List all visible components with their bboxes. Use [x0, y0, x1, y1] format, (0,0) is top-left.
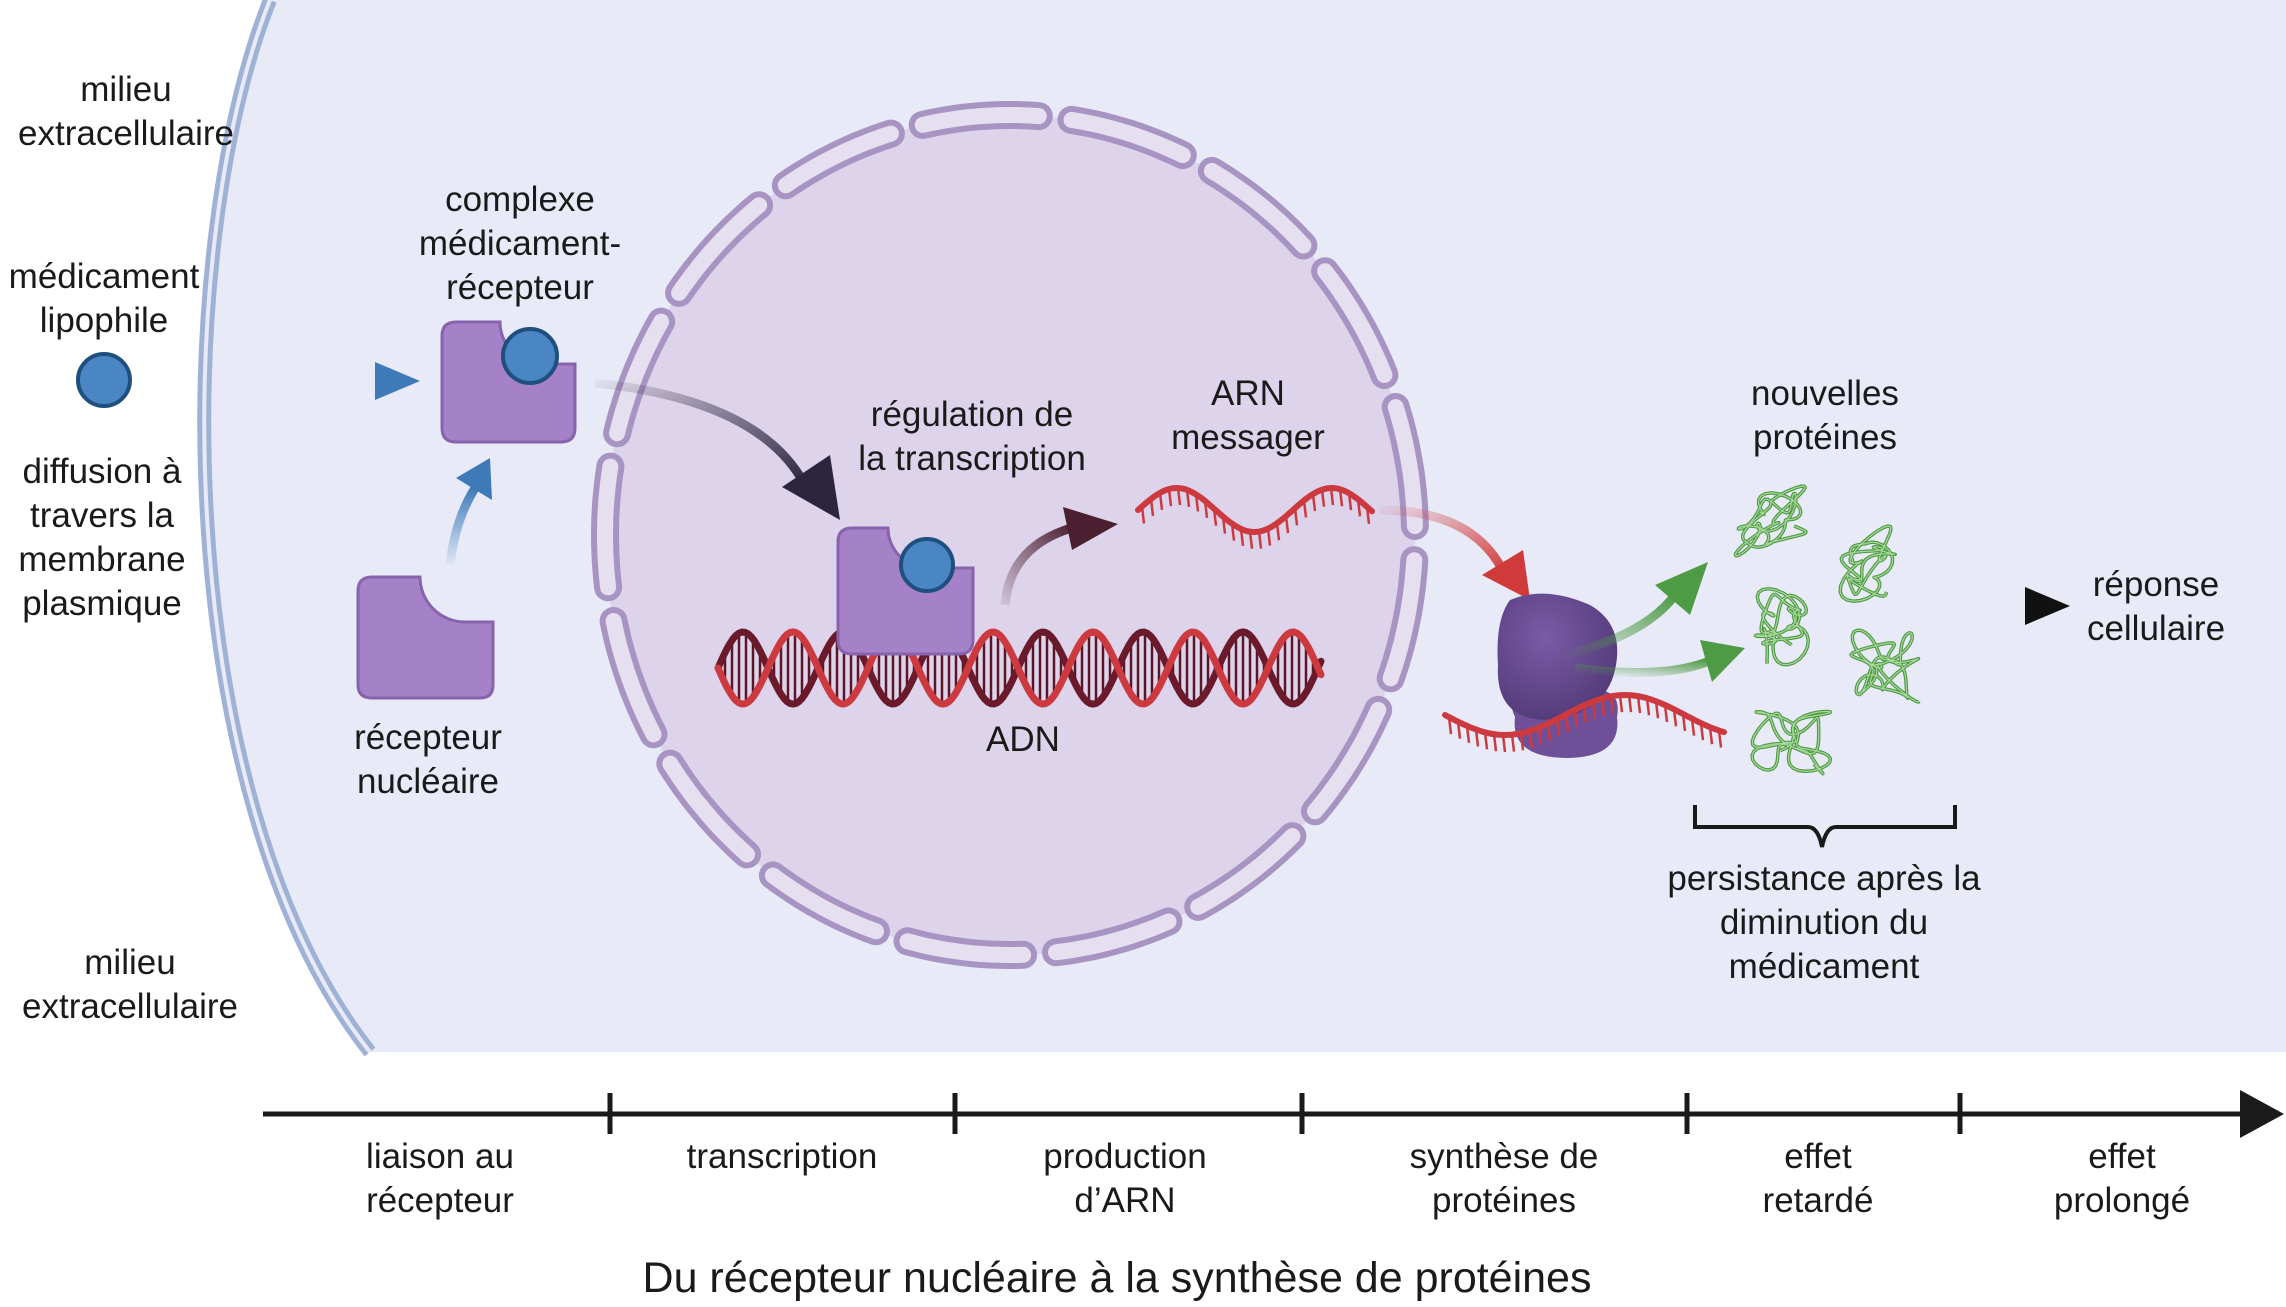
timeline-arrowhead: [2240, 1090, 2284, 1138]
label-lipophilic-drug: médicament lipophile: [9, 257, 200, 340]
timeline-step-2: transcription: [687, 1137, 878, 1176]
timeline-step-5: effet retardé: [1763, 1137, 1874, 1220]
arrow-protein-synthesis-2: [1574, 640, 1745, 682]
svg-text:nucléaire: nucléaire: [357, 762, 499, 801]
drug-molecule-dna: [899, 537, 955, 593]
label-transcription-regulation: régulation de la transcription: [858, 395, 1086, 478]
svg-text:médicament-: médicament-: [419, 224, 621, 263]
mrna-on-ribosome: [1442, 691, 1727, 753]
svg-text:lipophile: lipophile: [40, 301, 168, 340]
svg-text:diminution du: diminution du: [1720, 903, 1928, 942]
label-diffusion: diffusion à travers la membrane plasmiqu…: [18, 452, 185, 623]
svg-text:la transcription: la transcription: [858, 439, 1086, 478]
dna-helix: [714, 628, 1325, 708]
svg-text:récepteur: récepteur: [366, 1181, 514, 1220]
timeline-step-1: liaison au récepteur: [366, 1137, 514, 1220]
label-receptor: récepteur nucléaire: [354, 718, 502, 801]
protein-4: [1849, 628, 1921, 704]
svg-text:médicament: médicament: [9, 257, 200, 296]
svg-text:médicament: médicament: [1729, 947, 1920, 986]
svg-text:ARN: ARN: [1211, 374, 1285, 413]
arrow-to-nucleus: [594, 378, 840, 520]
svg-text:transcription: transcription: [687, 1137, 878, 1176]
svg-text:effet: effet: [2088, 1137, 2156, 1176]
svg-text:synthèse de: synthèse de: [1410, 1137, 1599, 1176]
svg-text:effet: effet: [1784, 1137, 1852, 1176]
protein-1: [1733, 484, 1808, 558]
label-new-proteins: nouvelles protéines: [1751, 374, 1899, 457]
complex-on-dna: [836, 526, 975, 656]
nuclear-envelope: [590, 101, 1429, 969]
timeline-step-6: effet prolongé: [2054, 1137, 2190, 1220]
label-extracellular-bottom: milieu extracellulaire: [22, 943, 238, 1026]
arrow-receptor-binding: [445, 458, 492, 566]
svg-text:travers la: travers la: [30, 496, 174, 535]
svg-text:complexe: complexe: [445, 180, 595, 219]
svg-text:d’ARN: d’ARN: [1074, 1181, 1175, 1220]
svg-text:liaison au: liaison au: [366, 1137, 514, 1176]
svg-text:protéines: protéines: [1432, 1181, 1576, 1220]
protein-3: [1753, 586, 1811, 667]
drug-molecule-bound: [501, 327, 559, 385]
drug-receptor-complex: [440, 320, 577, 444]
svg-text:cellulaire: cellulaire: [2087, 609, 2225, 648]
arrow-cellular-response: [1930, 587, 2070, 625]
svg-text:diffusion à: diffusion à: [23, 452, 182, 491]
svg-text:membrane: membrane: [18, 540, 185, 579]
nuclear-receptor-empty: [356, 575, 495, 700]
svg-text:plasmique: plasmique: [22, 584, 182, 623]
label-complex: complexe médicament- récepteur: [419, 180, 621, 307]
timeline-step-4: synthèse de protéines: [1410, 1137, 1599, 1220]
svg-text:production: production: [1043, 1137, 1206, 1176]
svg-text:prolongé: prolongé: [2054, 1181, 2190, 1220]
svg-text:extracellulaire: extracellulaire: [18, 114, 234, 153]
timeline: liaison au récepteur transcription produ…: [263, 1090, 2284, 1220]
arrow-diffusion: [155, 362, 420, 400]
svg-text:milieu: milieu: [84, 943, 175, 982]
arrow-mrna-export: [1379, 505, 1530, 600]
arrow-transcription: [1000, 507, 1118, 606]
persistence-bracket: [1693, 805, 1957, 848]
label-mrna: ARN messager: [1171, 374, 1325, 457]
svg-text:retardé: retardé: [1763, 1181, 1874, 1220]
diagram-title: Du récepteur nucléaire à la synthèse de …: [643, 1254, 1592, 1302]
drug-molecule-free: [76, 352, 132, 408]
svg-text:régulation de: régulation de: [871, 395, 1073, 434]
label-response: réponse cellulaire: [2087, 565, 2225, 648]
svg-text:milieu: milieu: [80, 70, 171, 109]
svg-text:récepteur: récepteur: [354, 718, 502, 757]
svg-text:protéines: protéines: [1753, 418, 1897, 457]
label-extracellular-top: milieu extracellulaire: [18, 70, 234, 153]
nucleus: [590, 101, 1429, 969]
svg-text:réponse: réponse: [2093, 565, 2219, 604]
label-persistence: persistance après la diminution du médic…: [1667, 859, 1981, 986]
svg-text:nouvelles: nouvelles: [1751, 374, 1899, 413]
timeline-step-3: production d’ARN: [1043, 1137, 1206, 1220]
svg-text:messager: messager: [1171, 418, 1325, 457]
protein-5: [1750, 709, 1833, 776]
svg-text:ADN: ADN: [986, 720, 1060, 759]
label-dna: ADN: [986, 720, 1060, 759]
mrna-strand: [1135, 484, 1375, 549]
svg-text:récepteur: récepteur: [446, 268, 594, 307]
new-proteins: [1733, 484, 1921, 776]
svg-text:extracellulaire: extracellulaire: [22, 987, 238, 1026]
arrow-protein-synthesis-1: [1563, 562, 1708, 660]
protein-2: [1838, 524, 1897, 603]
ribosome: [1497, 593, 1618, 758]
svg-text:persistance après la: persistance après la: [1667, 859, 1981, 898]
